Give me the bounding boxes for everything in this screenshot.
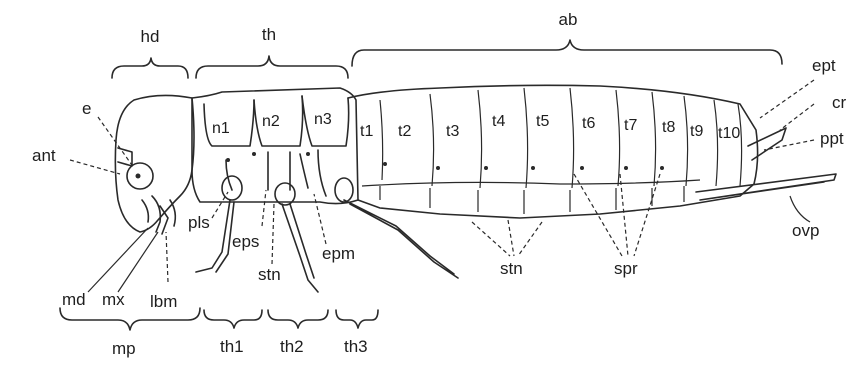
cerci (748, 128, 786, 160)
label-mp: mp (112, 339, 136, 358)
tergite-8-label: t8 (662, 119, 675, 136)
tergite-10-label: t10 (718, 125, 740, 142)
label-eps: eps (232, 232, 259, 251)
label-pls: pls (188, 213, 210, 232)
leader-mx (118, 232, 158, 292)
label-md: md (62, 290, 86, 309)
label-ovp: ovp (792, 221, 819, 240)
abdomen-outline (348, 85, 758, 218)
label-cr: cr (832, 93, 847, 112)
tergite-5-label: t5 (536, 113, 549, 130)
tergite-6-label: t6 (582, 115, 595, 132)
leg-1 (196, 200, 234, 272)
leader-pls (212, 192, 228, 218)
brace-hd (112, 58, 188, 78)
label-spr: spr (614, 259, 638, 278)
spiracle-5 (580, 166, 584, 170)
tergite-4-label: t4 (492, 113, 505, 130)
spiracle-2 (436, 166, 440, 170)
label-hd: hd (141, 27, 160, 46)
label-stn-abdomen: stn (500, 259, 523, 278)
brace-th (196, 56, 348, 78)
brace-mp (60, 308, 200, 330)
label-th: th (262, 25, 276, 44)
antenna (118, 148, 132, 166)
label-th2: th2 (280, 337, 304, 356)
tergite-1-label: t1 (360, 123, 373, 140)
brace-th2 (268, 310, 328, 328)
leader-eps (262, 190, 266, 226)
leg-3 (344, 200, 458, 278)
brace-ab (352, 40, 782, 66)
spiracle-6 (624, 166, 628, 170)
tergite-7-label: t7 (624, 117, 637, 134)
head-capsule (115, 95, 194, 232)
leader-lbm (166, 232, 168, 282)
notum-1-label: n1 (212, 120, 230, 137)
label-lbm: lbm (150, 292, 177, 311)
leader-ept (760, 80, 814, 118)
spiracle-1 (383, 162, 387, 166)
leader-ant (70, 160, 120, 174)
leader-stn-abdomen (472, 220, 542, 256)
spiracle-3 (484, 166, 488, 170)
label-ppt: ppt (820, 129, 844, 148)
brace-th1 (204, 310, 262, 328)
tergite-lines (380, 88, 742, 188)
leader-ovp (790, 196, 810, 222)
thorax-dot-1 (226, 158, 230, 162)
label-epm: epm (322, 244, 355, 263)
eye-center (136, 174, 141, 179)
leader-stn-thorax (272, 204, 274, 264)
spiracle-7 (660, 166, 664, 170)
coxa-3 (335, 178, 353, 202)
tergite-3-label: t3 (446, 123, 459, 140)
label-mx: mx (102, 290, 125, 309)
notum-2-label: n2 (262, 113, 280, 130)
tergite-2-label: t2 (398, 123, 411, 140)
spiracle-4 (531, 166, 535, 170)
brace-th3 (336, 310, 378, 328)
leg-2 (282, 204, 318, 292)
label-e: e (82, 99, 91, 118)
notum-3-label: n3 (314, 111, 332, 128)
label-ept: ept (812, 56, 836, 75)
label-ant: ant (32, 146, 56, 165)
leader-ppt (764, 140, 814, 150)
thorax-dot-3 (306, 152, 310, 156)
thorax-dot-2 (252, 152, 256, 156)
leader-cr (780, 104, 814, 130)
label-th3: th3 (344, 337, 368, 356)
tergite-9-label: t9 (690, 123, 703, 140)
label-stn-thorax: stn (258, 265, 281, 284)
label-th1: th1 (220, 337, 244, 356)
label-ab: ab (559, 10, 578, 29)
